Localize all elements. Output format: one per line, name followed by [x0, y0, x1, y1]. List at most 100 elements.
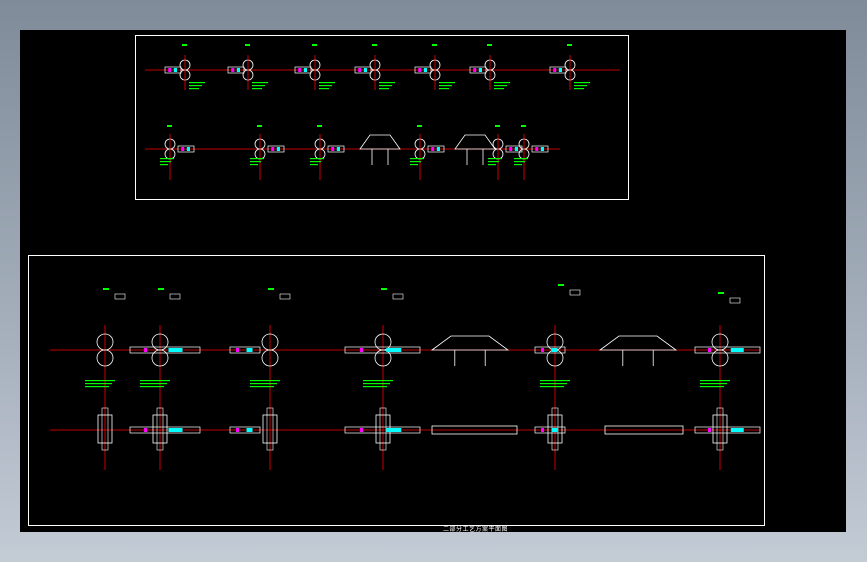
note-line [252, 88, 262, 90]
conveyor-plan [604, 425, 684, 435]
mill-mark [708, 348, 711, 352]
mill-detail [246, 428, 253, 432]
mill-detail [363, 68, 367, 72]
note-line [252, 82, 268, 84]
note-line [700, 386, 724, 388]
mill-mark [541, 348, 544, 352]
stand-plan-core [156, 407, 164, 451]
mill-unit [531, 145, 549, 153]
mill-mark [535, 147, 539, 151]
note-line [85, 383, 112, 385]
label-mark [495, 125, 500, 127]
note-line [379, 85, 392, 87]
mill-detail [436, 147, 440, 151]
mill-mark [418, 68, 422, 72]
mill-mark [236, 428, 239, 432]
drawing-canvas[interactable]: 二部分工艺方案平面图 [20, 30, 846, 533]
note-line [250, 158, 264, 160]
note-line [574, 82, 590, 84]
stand-plan-core [379, 407, 387, 451]
note-line [140, 380, 170, 382]
detail-box [279, 293, 291, 300]
label-mark [521, 125, 526, 127]
mill-unit [129, 346, 201, 354]
label-mark [182, 44, 187, 46]
mill-unit [354, 66, 372, 74]
note-line [410, 164, 418, 166]
note-line [189, 85, 202, 87]
note-line [160, 158, 174, 160]
mill-detail [276, 147, 280, 151]
mill-mark [360, 348, 363, 352]
mill-detail [303, 68, 307, 72]
mill-detail [558, 68, 562, 72]
stand-plan [712, 414, 728, 444]
note-line [85, 386, 109, 388]
label-mark [718, 292, 724, 294]
note-line [140, 383, 167, 385]
mill-mark [360, 428, 363, 432]
note-line [379, 88, 389, 90]
mill-unit [549, 66, 567, 74]
mill-unit [694, 426, 761, 434]
mill-unit [164, 66, 182, 74]
stand-plan [547, 414, 563, 444]
mill-unit [327, 145, 345, 153]
lower-layout-frame [28, 255, 765, 526]
mill-unit [267, 145, 285, 153]
detail-box [169, 293, 181, 300]
note-line [494, 82, 510, 84]
mill-mark [168, 68, 172, 72]
mill-mark [144, 428, 147, 432]
mill-detail [336, 147, 340, 151]
mill-unit [694, 346, 761, 354]
note-line [319, 88, 329, 90]
mill-unit [534, 346, 566, 354]
mill-mark [358, 68, 362, 72]
stand-plan-core [266, 407, 274, 451]
note-line [494, 88, 504, 90]
mill-detail [730, 428, 744, 432]
roll [711, 349, 729, 367]
mill-detail [246, 348, 253, 352]
mill-detail [168, 428, 183, 432]
detail-box [392, 293, 404, 300]
drawing-title: 二部分工艺方案平面图 [443, 526, 509, 533]
note-line [250, 380, 280, 382]
roll [151, 349, 169, 367]
mill-detail [423, 68, 427, 72]
mill-detail [478, 68, 482, 72]
stand-plan-core [716, 407, 724, 451]
note-line [189, 88, 199, 90]
note-line [319, 82, 335, 84]
mill-mark [541, 428, 544, 432]
mill-detail [386, 428, 402, 432]
label-mark [245, 44, 250, 46]
label-mark [487, 44, 492, 46]
note-line [488, 161, 499, 163]
note-line [252, 85, 265, 87]
mill-mark [231, 68, 235, 72]
mill-unit [294, 66, 312, 74]
detail-box [114, 293, 126, 300]
note-line [514, 161, 525, 163]
mill-mark [708, 428, 711, 432]
note-line [514, 158, 528, 160]
mill-mark [236, 348, 239, 352]
mill-detail [551, 348, 558, 352]
note-line [250, 164, 258, 166]
mill-mark [298, 68, 302, 72]
label-mark [417, 125, 422, 127]
label-mark [558, 284, 564, 286]
mill-unit [227, 66, 245, 74]
note-line [494, 85, 507, 87]
note-line [250, 386, 274, 388]
note-line [540, 386, 564, 388]
mill-detail [186, 147, 190, 151]
label-mark [257, 125, 262, 127]
mill-detail [514, 147, 518, 151]
mill-mark [553, 68, 557, 72]
stand-frame [430, 335, 510, 351]
mill-mark [331, 147, 335, 151]
